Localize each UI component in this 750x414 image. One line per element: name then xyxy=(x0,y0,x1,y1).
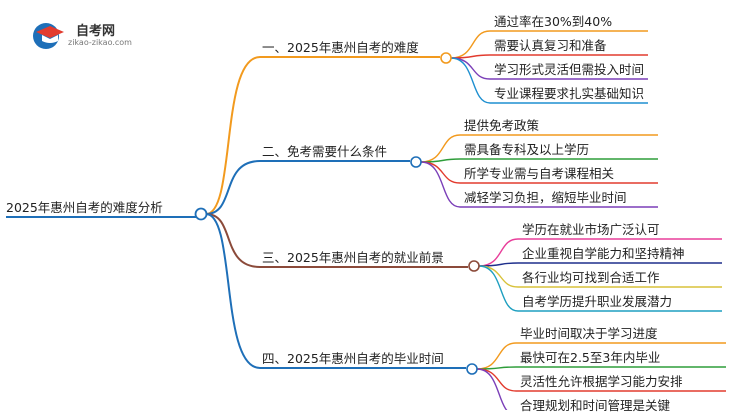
child-connector-2-1 xyxy=(420,134,461,163)
logo-title: 自考网 xyxy=(76,24,116,39)
child-label-1-3: 学习形式灵活但需投入时间 xyxy=(494,62,645,77)
child-label-4-4: 合理规划和时间管理是关键 xyxy=(520,398,671,413)
child-label-1-2: 需要认真复习和准备 xyxy=(494,38,607,53)
graduation-cap-icon xyxy=(33,23,64,49)
branch-label-4: 四、2025年惠州自考的毕业时间 xyxy=(262,351,444,366)
child-label-3-3: 各行业均可找到合适工作 xyxy=(522,270,660,285)
root-node xyxy=(194,207,208,221)
branch-connector-3 xyxy=(205,213,261,268)
logo-url: zikao-zikao.com xyxy=(68,38,132,47)
branch-node-1 xyxy=(440,52,452,64)
child-label-1-4: 专业课程要求扎实基础知识 xyxy=(494,86,645,101)
branch-node-3 xyxy=(468,260,480,272)
branch-label-1: 一、2025年惠州自考的难度 xyxy=(262,40,419,55)
child-connector-3-1 xyxy=(478,238,519,267)
branch-node-4 xyxy=(466,363,478,375)
child-label-3-1: 学历在就业市场广泛认可 xyxy=(522,222,660,237)
child-label-4-2: 最快可在2.5至3年内毕业 xyxy=(520,350,661,365)
branch-connector-4 xyxy=(205,213,261,369)
child-connector-1-4 xyxy=(450,57,491,104)
child-connector-4-4 xyxy=(476,368,508,410)
branch-connector-2 xyxy=(205,160,261,215)
child-label-1-1: 通过率在30%到40% xyxy=(494,14,613,29)
child-connector-3-4 xyxy=(478,265,519,312)
child-label-2-4: 减轻学习负担，缩短毕业时间 xyxy=(464,190,627,205)
site-logo: 自考网 zikao-zikao.com xyxy=(30,18,150,52)
child-label-3-2: 企业重视自学能力和坚持精神 xyxy=(522,246,685,261)
branch-node-2 xyxy=(410,156,422,168)
branch-label-3: 三、2025年惠州自考的就业前景 xyxy=(262,250,444,265)
child-label-2-3: 所学专业需与自考课程相关 xyxy=(464,166,615,181)
child-label-2-2: 需具备专科及以上学历 xyxy=(464,142,590,157)
root-label: 2025年惠州自考的难度分析 xyxy=(6,200,163,215)
child-connector-1-2 xyxy=(450,54,491,59)
child-connector-2-4 xyxy=(420,161,461,208)
child-label-2-1: 提供免考政策 xyxy=(464,118,540,133)
child-label-4-1: 毕业时间取决于学习进度 xyxy=(520,326,658,341)
child-label-3-4: 自考学历提升职业发展潜力 xyxy=(522,294,673,309)
child-connector-4-1 xyxy=(476,342,517,370)
child-label-4-3: 灵活性允许根据学习能力安排 xyxy=(520,374,683,389)
child-connector-3-2 xyxy=(478,262,519,267)
branch-connector-1 xyxy=(205,56,261,215)
child-connector-1-1 xyxy=(450,30,491,59)
child-connector-2-2 xyxy=(420,158,461,163)
branch-label-2: 二、免考需要什么条件 xyxy=(262,144,388,159)
